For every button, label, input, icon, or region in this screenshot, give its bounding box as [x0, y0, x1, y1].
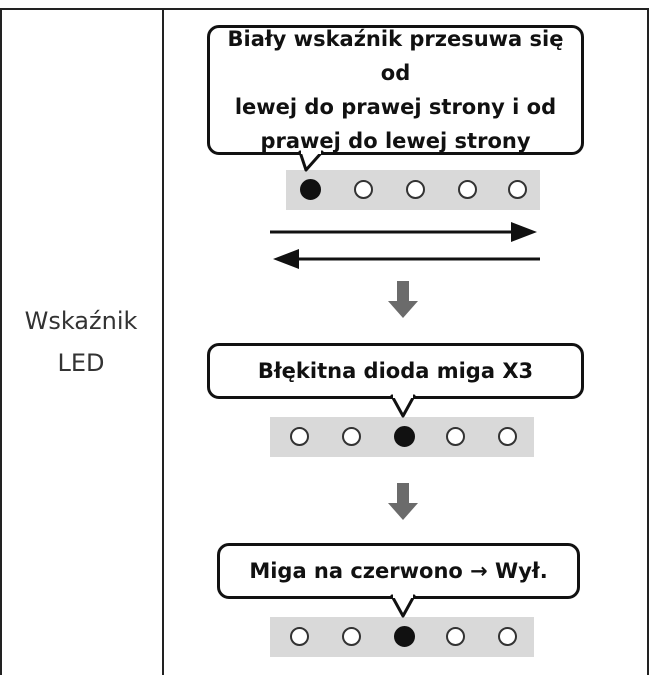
table-frame: [0, 8, 649, 675]
led-indicator-on: [300, 179, 321, 200]
led-strip-step-3: [270, 617, 534, 657]
callout-step-2-text: Błękitna dioda miga X3: [257, 359, 534, 383]
led-indicator-off: [290, 427, 309, 446]
led-indicator-off: [406, 180, 425, 199]
callout-step-1-line-3: prawej do lewej strony: [260, 129, 531, 153]
callout-step-1-line-2: lewej do prawej strony i od: [234, 95, 557, 119]
callout-step-1-line-1: Biały wskaźnik przesuwa się od: [227, 27, 564, 85]
down-arrow-shaft: [397, 281, 409, 303]
row-label: Wskaźnik LED: [0, 300, 162, 384]
led-indicator-off: [508, 180, 527, 199]
led-indicator-on: [394, 626, 415, 647]
callout-step-1: Biały wskaźnik przesuwa się od lewej do …: [207, 25, 584, 155]
led-indicator-off: [354, 180, 373, 199]
down-arrow-icon: [388, 503, 418, 520]
callout-step-2: Błękitna dioda miga X3: [207, 343, 584, 399]
callout-pointer: [390, 594, 416, 618]
column-divider: [162, 8, 164, 675]
callout-step-3: Miga na czerwono → Wył.: [217, 543, 580, 599]
right-arrow-icon: [511, 222, 537, 242]
down-arrow-shaft: [397, 483, 409, 505]
led-strip-step-1: [286, 170, 540, 210]
led-indicator-off: [290, 627, 309, 646]
led-indicator-off: [458, 180, 477, 199]
left-arrow-icon: [273, 249, 299, 269]
led-indicator-off: [342, 427, 361, 446]
row-label-line-2: LED: [57, 349, 105, 377]
callout-step-3-text: Miga na czerwono → Wył.: [249, 559, 548, 583]
led-indicator-off: [446, 427, 465, 446]
led-strip-step-2: [270, 417, 534, 457]
down-arrow-icon: [388, 301, 418, 318]
led-indicator-off: [498, 627, 517, 646]
led-indicator-on: [394, 426, 415, 447]
led-indicator-off: [342, 627, 361, 646]
callout-pointer: [390, 394, 416, 418]
callout-pointer: [298, 150, 324, 172]
led-indicator-off: [498, 427, 517, 446]
row-label-line-1: Wskaźnik: [24, 307, 138, 335]
led-indicator-off: [446, 627, 465, 646]
